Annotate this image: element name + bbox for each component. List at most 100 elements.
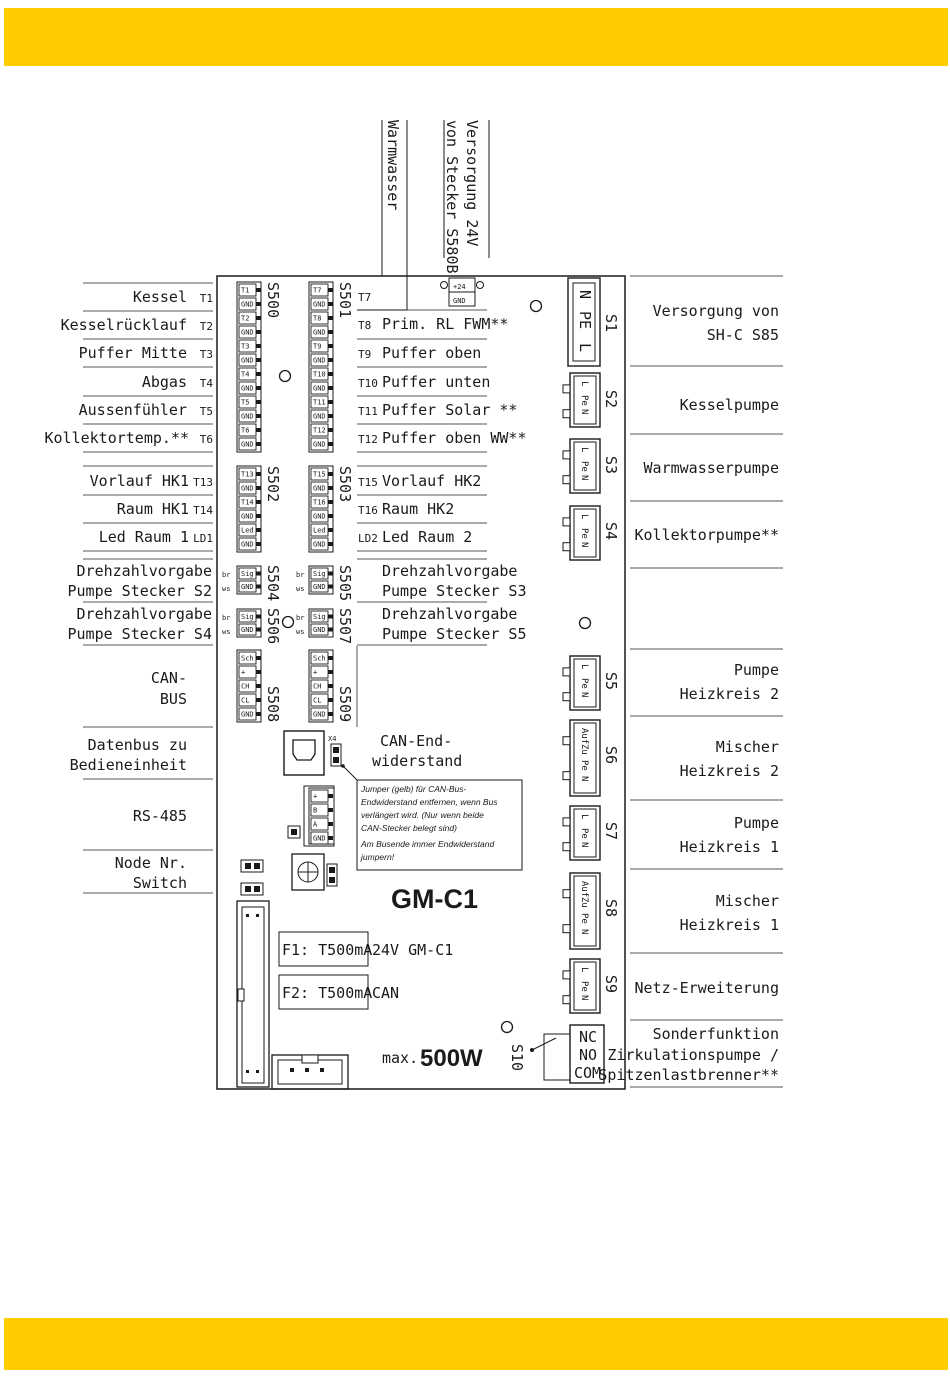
bottom-connector[interactable] <box>271 1054 349 1090</box>
pin-tab <box>256 414 261 418</box>
pin-tab <box>256 472 261 476</box>
svg-text:RS-485: RS-485 <box>133 807 187 825</box>
jumper-x4[interactable]: X4 <box>328 735 358 781</box>
svg-text:S507: S507 <box>336 608 354 644</box>
svg-text:LD1: LD1 <box>193 532 213 545</box>
svg-text:Pumpe Stecker S3: Pumpe Stecker S3 <box>382 582 527 600</box>
svg-text:S7: S7 <box>602 822 620 840</box>
pin-label: T2 <box>241 315 249 323</box>
pin-label: T15 <box>313 471 326 479</box>
pin-label: COM <box>574 1064 601 1082</box>
left-rules <box>83 282 213 894</box>
pin-label: N <box>579 409 589 414</box>
svg-text:ws: ws <box>296 628 304 636</box>
pin-tab <box>328 472 333 476</box>
svg-text:Heizkreis 1: Heizkreis 1 <box>680 916 779 934</box>
pin-tab <box>256 486 261 490</box>
pin-tab <box>328 442 333 446</box>
svg-text:Pumpe: Pumpe <box>734 814 779 832</box>
svg-text:ws: ws <box>222 585 230 593</box>
svg-text:Vorlauf HK1: Vorlauf HK1 <box>90 472 189 490</box>
pin-tab <box>328 288 333 292</box>
svg-text:T16: T16 <box>358 504 378 517</box>
svg-text:Pumpe Stecker S5: Pumpe Stecker S5 <box>382 625 527 643</box>
pin-label: L <box>579 967 589 972</box>
pin-label: NC <box>579 1028 597 1046</box>
svg-text:Kollektorpumpe**: Kollektorpumpe** <box>635 526 780 544</box>
pin-tab <box>328 836 333 840</box>
pin-label: Led <box>241 527 254 535</box>
node-switch[interactable] <box>291 853 338 891</box>
pin-label: Zu <box>579 897 589 908</box>
svg-text:Pumpe: Pumpe <box>734 661 779 679</box>
pin-tab <box>256 386 261 390</box>
pin-label: L <box>579 447 589 452</box>
svg-text:Pumpe Stecker S2: Pumpe Stecker S2 <box>68 582 213 600</box>
svg-text:N: N <box>576 290 594 299</box>
pin-tab <box>328 372 333 376</box>
svg-text:T6: T6 <box>200 433 213 446</box>
svg-text:br: br <box>222 571 230 579</box>
pin-label: CL <box>241 697 249 705</box>
pin-label: A <box>313 821 318 829</box>
pin-label: L <box>579 514 589 519</box>
svg-text:Heizkreis 1: Heizkreis 1 <box>680 838 779 856</box>
pin-label: GND <box>241 513 254 521</box>
svg-text:S3: S3 <box>602 456 620 474</box>
pin-label: L <box>579 664 589 669</box>
pin-label: T1 <box>241 287 249 295</box>
svg-text:Raum HK2: Raum HK2 <box>382 500 454 518</box>
pin-tab <box>328 400 333 404</box>
pin-tab <box>256 330 261 334</box>
pin-label: T12 <box>313 427 326 435</box>
left-labels: Kessel T1 Kesselrücklauf T2 Puffer Mitte… <box>45 288 214 892</box>
svg-text:L: L <box>576 343 594 352</box>
svg-text:T12: T12 <box>358 433 378 446</box>
svg-text:Prim. RL FWM**: Prim. RL FWM** <box>382 315 508 333</box>
pin-tab <box>328 386 333 390</box>
svg-text:S10: S10 <box>508 1044 526 1071</box>
header-bar <box>4 8 948 66</box>
pin-tab <box>328 584 333 589</box>
pin-tab <box>328 316 333 320</box>
pin-tab <box>328 528 333 532</box>
svg-text:von Stecker S580B: von Stecker S580B <box>443 120 461 274</box>
fuse-f2: F2: T500mA CAN <box>278 974 399 1010</box>
svg-text:Drehzahlvorgabe: Drehzahlvorgabe <box>382 562 517 580</box>
pin-tab <box>256 442 261 446</box>
supply-connector[interactable]: +24 GND <box>440 277 484 307</box>
expansion-slot <box>236 900 270 1088</box>
pin-label: T11 <box>313 399 326 407</box>
pin-label: N <box>579 542 589 547</box>
pin-tab <box>256 712 261 716</box>
svg-text:Led Raum 2: Led Raum 2 <box>382 528 472 546</box>
usb-b-socket[interactable] <box>283 730 325 776</box>
connector-s10[interactable]: NC NO COM <box>530 1024 605 1084</box>
board-outline <box>216 275 626 1090</box>
connector-s1[interactable]: N PE L <box>567 277 601 367</box>
svg-text:S9: S9 <box>602 975 620 993</box>
svg-text:T14: T14 <box>193 504 213 517</box>
svg-text:Kessel: Kessel <box>133 288 187 306</box>
svg-text:jumpern!: jumpern! <box>360 852 395 862</box>
